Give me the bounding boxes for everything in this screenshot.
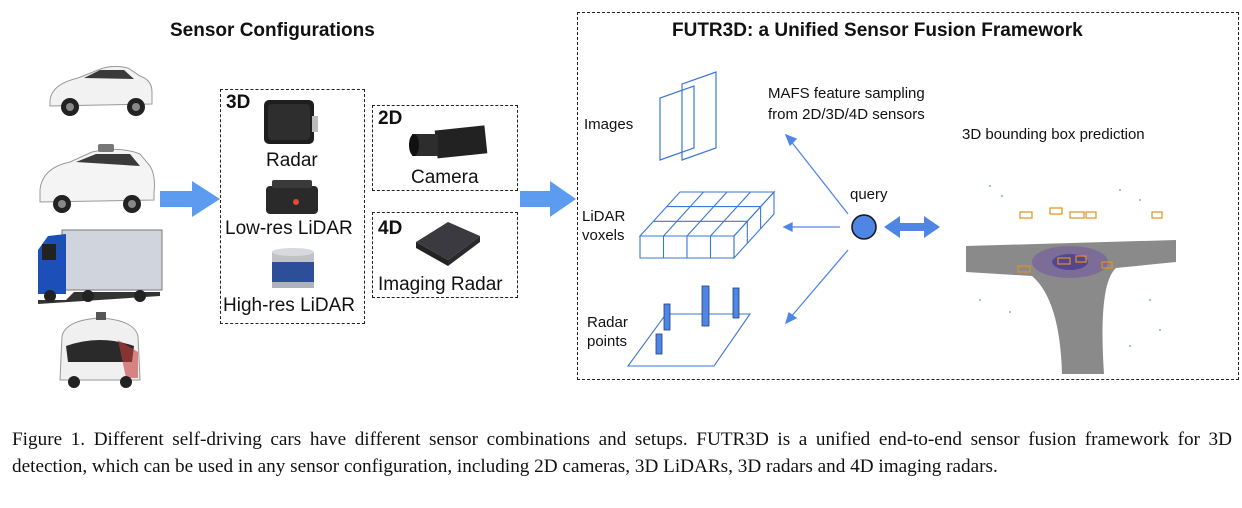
imaging-radar-label: Imaging Radar xyxy=(378,274,503,295)
config-arrow-icon xyxy=(160,181,220,217)
truck-icon xyxy=(38,229,163,304)
group-3d-box xyxy=(220,89,365,324)
mafs-label-line1: MAFS feature sampling xyxy=(768,85,925,102)
figure-graphics xyxy=(38,65,1178,388)
group-2d-box xyxy=(372,105,518,191)
radar-label-line1: Radar xyxy=(587,314,628,331)
low-res-lidar-icon xyxy=(266,180,318,214)
radar-sensor-icon xyxy=(264,100,318,144)
high-res-lidar-label: High-res LiDAR xyxy=(223,295,355,316)
bev-prediction-map xyxy=(960,166,1178,374)
figure-caption: Figure 1. Different self-driving cars ha… xyxy=(12,429,1232,477)
lidar-label-line1: LiDAR xyxy=(582,208,626,225)
double-arrow-icon xyxy=(884,216,940,238)
group-2d-tag: 2D xyxy=(378,108,403,129)
query-label: query xyxy=(850,186,888,203)
camera-label: Camera xyxy=(411,167,479,188)
image-planes-icon xyxy=(659,71,717,161)
high-res-lidar-icon xyxy=(272,248,314,288)
mafs-label-line2: from 2D/3D/4D sensors xyxy=(768,106,925,123)
group-3d-tag: 3D xyxy=(226,92,251,113)
tesla-car-icon xyxy=(49,65,153,116)
query-node-icon xyxy=(851,214,877,240)
waymo-car-icon xyxy=(39,144,155,213)
lidar-voxels-icon xyxy=(638,190,776,260)
images-label: Images xyxy=(584,116,634,133)
nuro-pod-icon xyxy=(59,312,141,388)
framework-box xyxy=(577,12,1239,380)
framework-title: FUTR3D: a Unified Sensor Fusion Framewor… xyxy=(672,20,1083,41)
imaging-radar-icon xyxy=(416,222,480,266)
fusion-arrow-icon xyxy=(520,181,576,217)
sampling-arrows-icon xyxy=(782,133,849,325)
sensor-config-title: Sensor Configurations xyxy=(170,20,375,41)
lidar-label-line2: voxels xyxy=(582,227,625,244)
radar-label-line2: points xyxy=(587,333,628,350)
group-4d-tag: 4D xyxy=(378,218,403,239)
group-4d-box xyxy=(372,212,518,298)
prediction-label: 3D bounding box prediction xyxy=(962,126,1145,143)
camera-icon xyxy=(409,125,488,159)
radar-points-icon xyxy=(626,285,752,367)
radar-label: Radar xyxy=(266,150,318,171)
low-res-lidar-label: Low-res LiDAR xyxy=(225,218,353,239)
